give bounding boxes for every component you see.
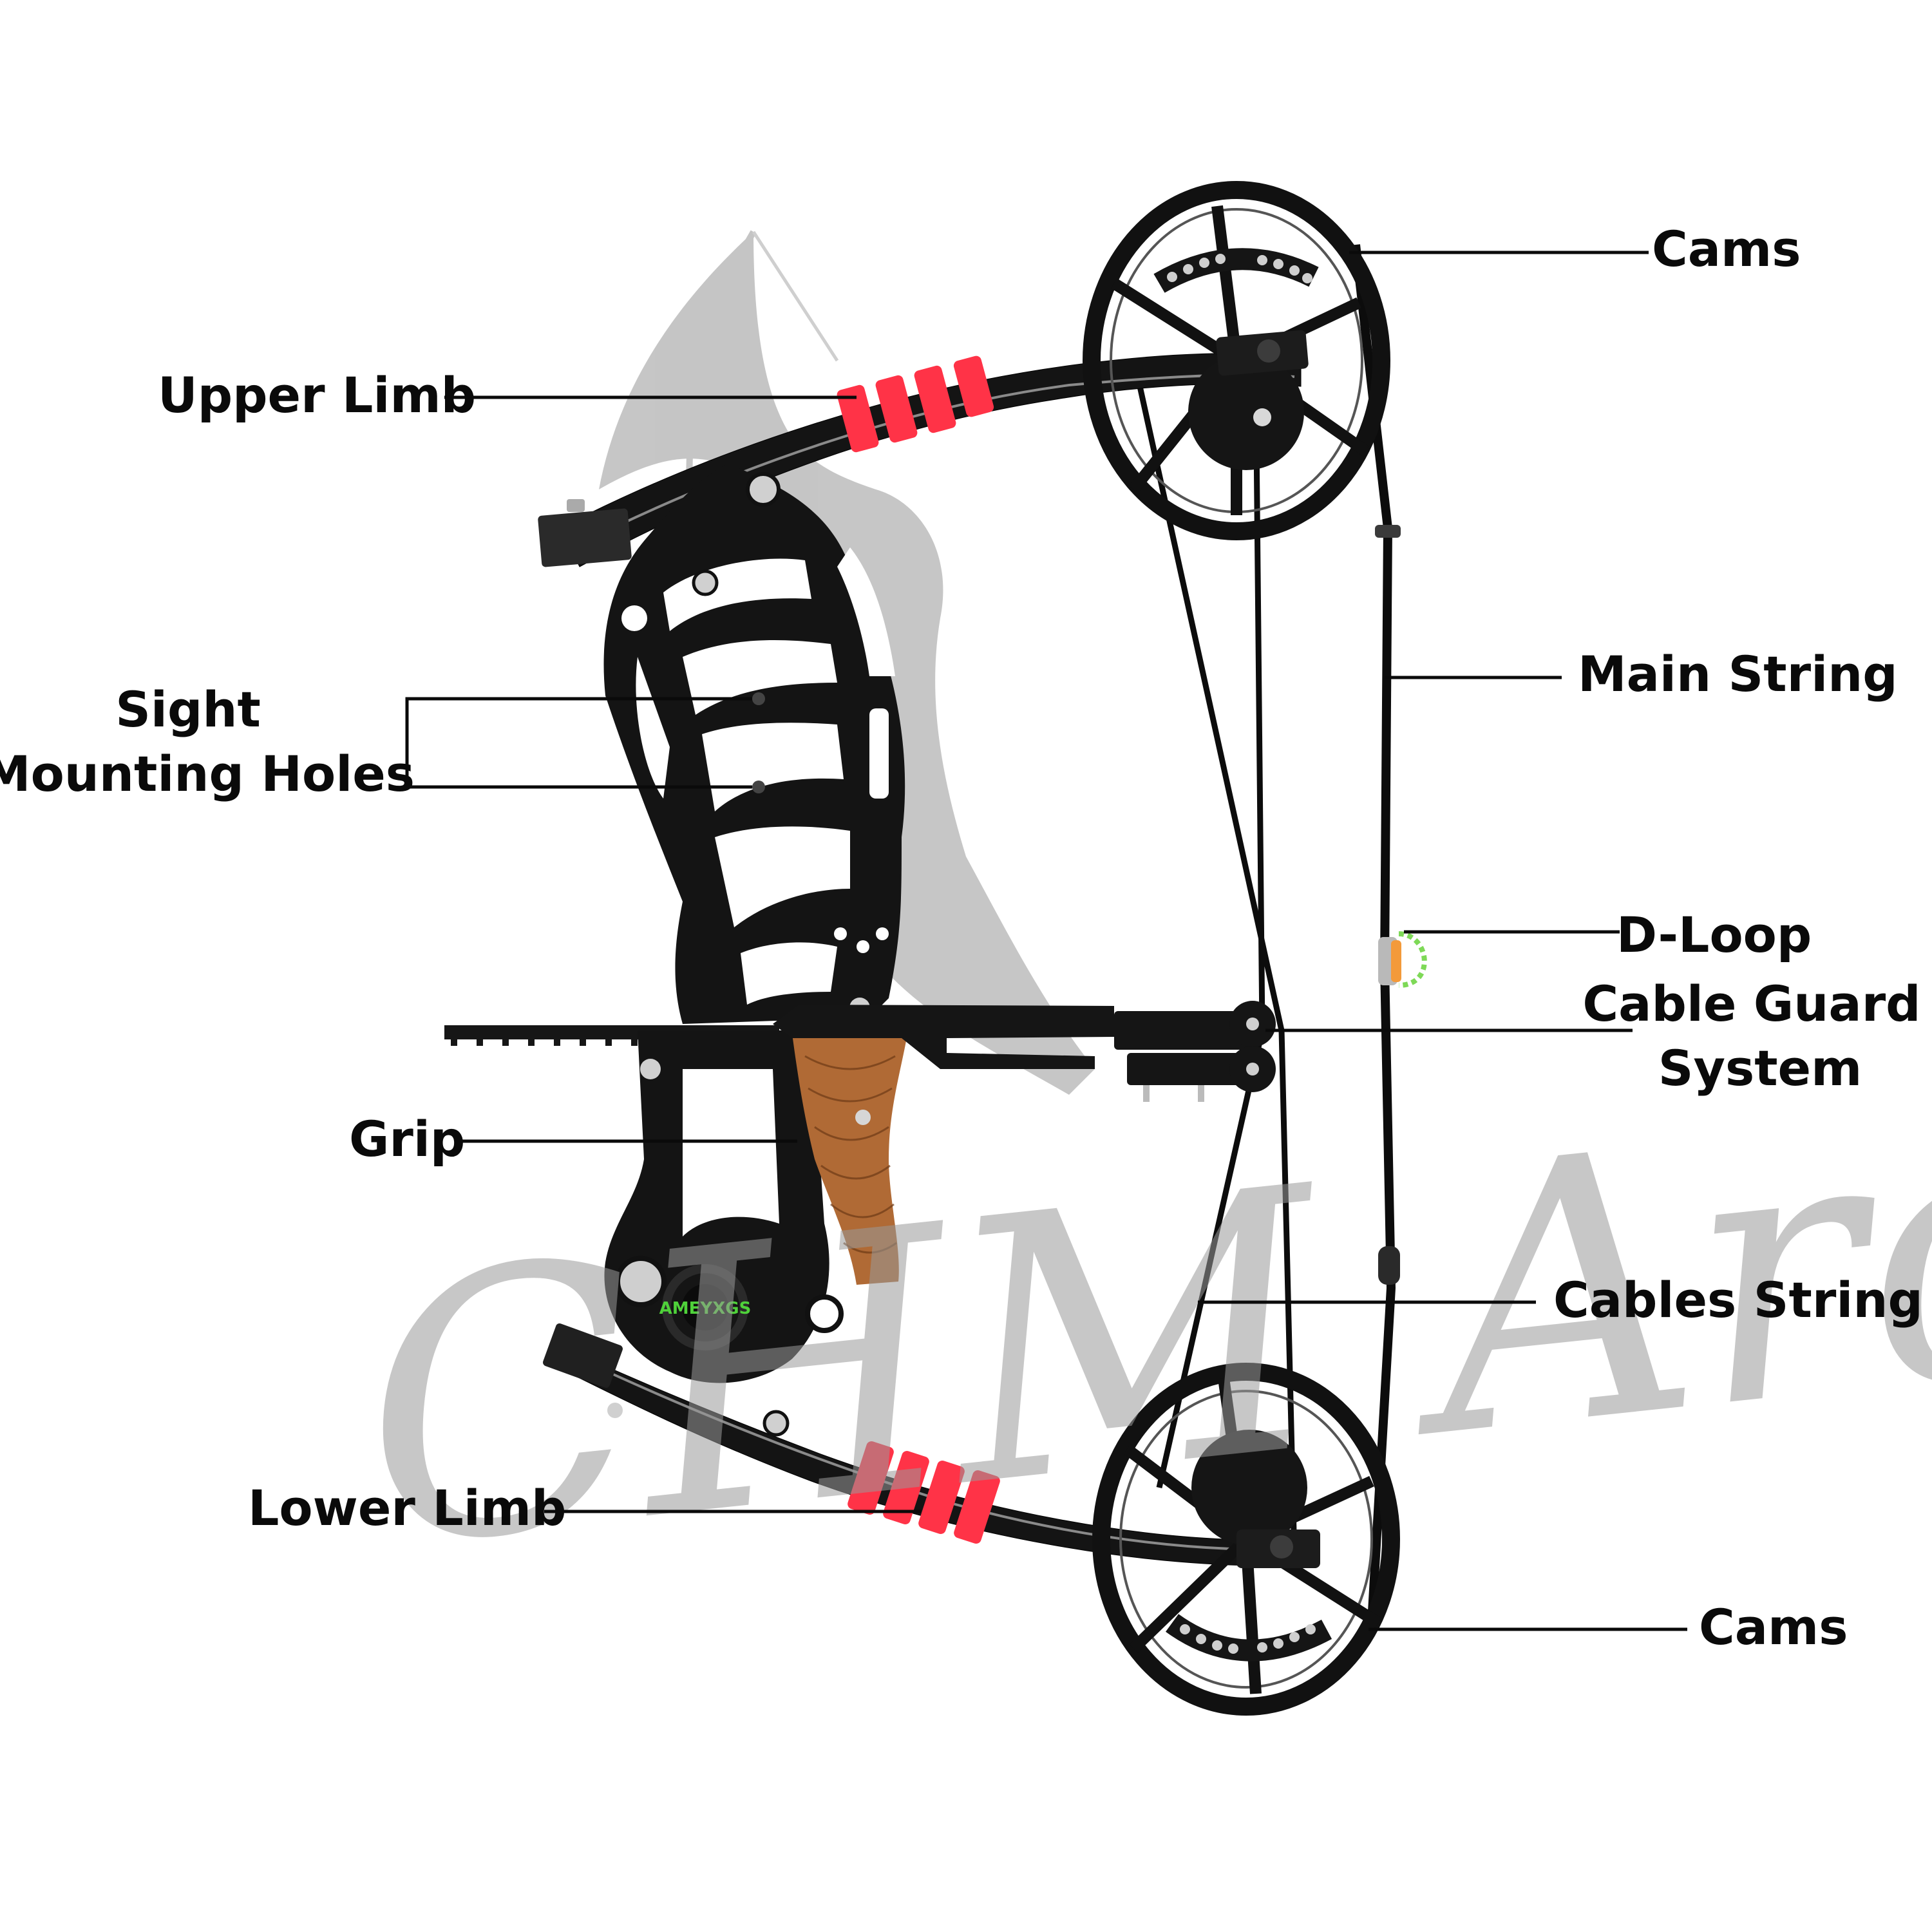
label-cams-top: Cams xyxy=(1652,220,1801,278)
lower-riser xyxy=(604,1030,844,1383)
sight-mounting-hole-lower xyxy=(752,781,765,793)
bottom-cam xyxy=(1092,1363,1400,1716)
label-d-loop: D-Loop xyxy=(1616,906,1812,963)
label-grip: Grip xyxy=(349,1110,465,1168)
label-cable-guard-line2: System xyxy=(1658,1039,1862,1097)
cable-guard-system xyxy=(773,1001,1276,1102)
upper-limb-dampener xyxy=(837,355,994,453)
cam-badge-text: AMEYXGS xyxy=(659,1299,752,1318)
lower-limb-dampener xyxy=(848,1441,1000,1544)
label-upper-limb: Upper Limb xyxy=(158,366,476,424)
top-cam xyxy=(1083,181,1390,540)
d-loop xyxy=(1378,931,1427,988)
label-cables-string: Cables String xyxy=(1553,1271,1923,1329)
label-cable-guard-line1: Cable Guard xyxy=(1582,975,1920,1032)
string-silencer-top xyxy=(1375,525,1401,538)
label-main-string: Main String xyxy=(1578,645,1898,703)
grip xyxy=(792,1030,908,1285)
cam-badge: AMEYXGS xyxy=(659,1264,752,1350)
sight-mounting-hole-upper xyxy=(752,692,765,705)
string-silencer-bottom xyxy=(1378,1246,1400,1285)
label-sight-line1: Sight xyxy=(115,681,261,738)
labels: Cams Upper Limb Main String Sight Mounti… xyxy=(0,220,1923,1656)
leader-lines xyxy=(405,251,1687,1631)
label-lower-limb: Lower Limb xyxy=(248,1479,566,1537)
riser xyxy=(538,464,905,1024)
leader-sight-mounting-holes xyxy=(405,697,752,789)
label-sight-line2: Mounting Holes xyxy=(0,745,415,802)
label-cams-bottom: Cams xyxy=(1699,1598,1848,1656)
